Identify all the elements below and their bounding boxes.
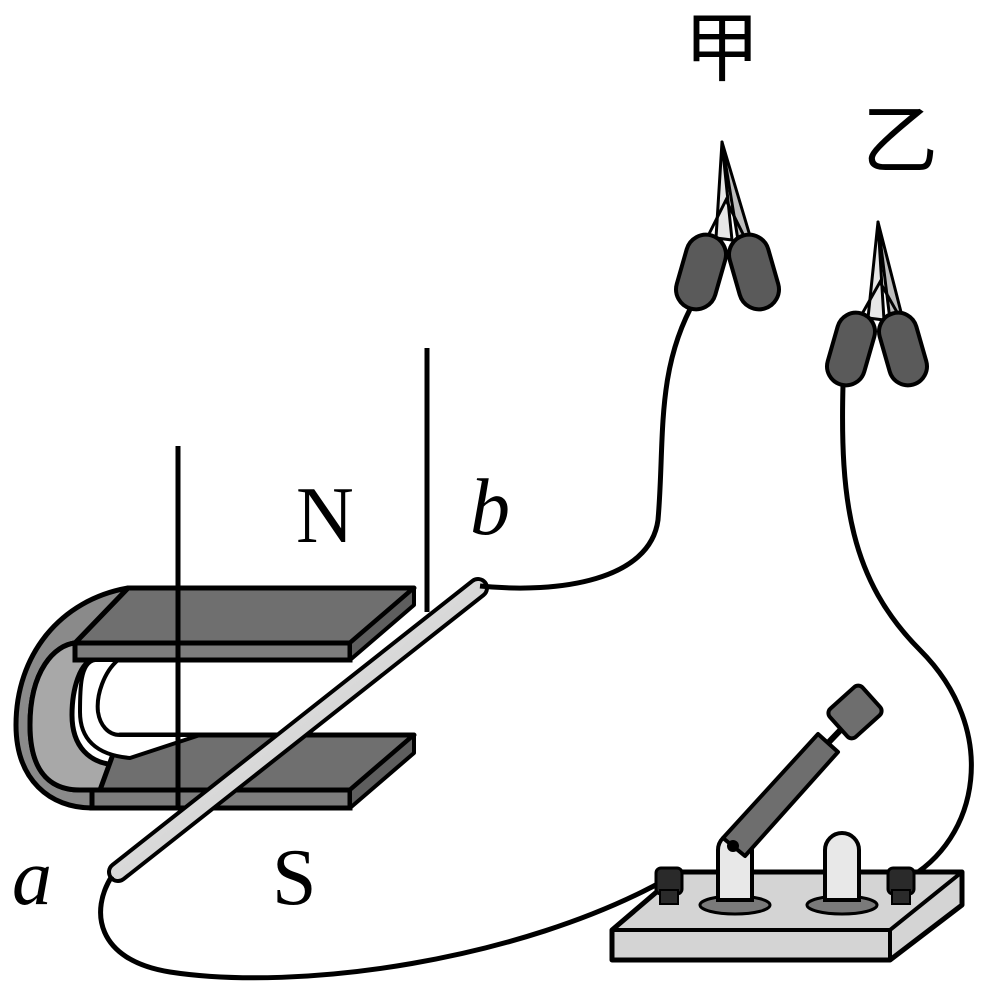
knife-switch xyxy=(609,683,965,963)
label-south-pole: S xyxy=(272,834,317,922)
label-clip-yi: 乙 xyxy=(862,100,938,184)
label-rod-end-a: a xyxy=(12,834,52,922)
wire-yi-to-switch xyxy=(840,384,974,883)
alligator-clip-jia xyxy=(674,140,781,312)
label-rod-end-b: b xyxy=(470,464,510,552)
metal-rod-ab xyxy=(107,577,489,883)
wire-a-to-switch xyxy=(98,874,667,981)
wire-b-to-jia xyxy=(479,298,698,591)
alligator-clip-yi xyxy=(825,220,929,388)
label-clip-jia: 甲 xyxy=(684,8,760,92)
label-north-pole: N xyxy=(296,472,354,560)
